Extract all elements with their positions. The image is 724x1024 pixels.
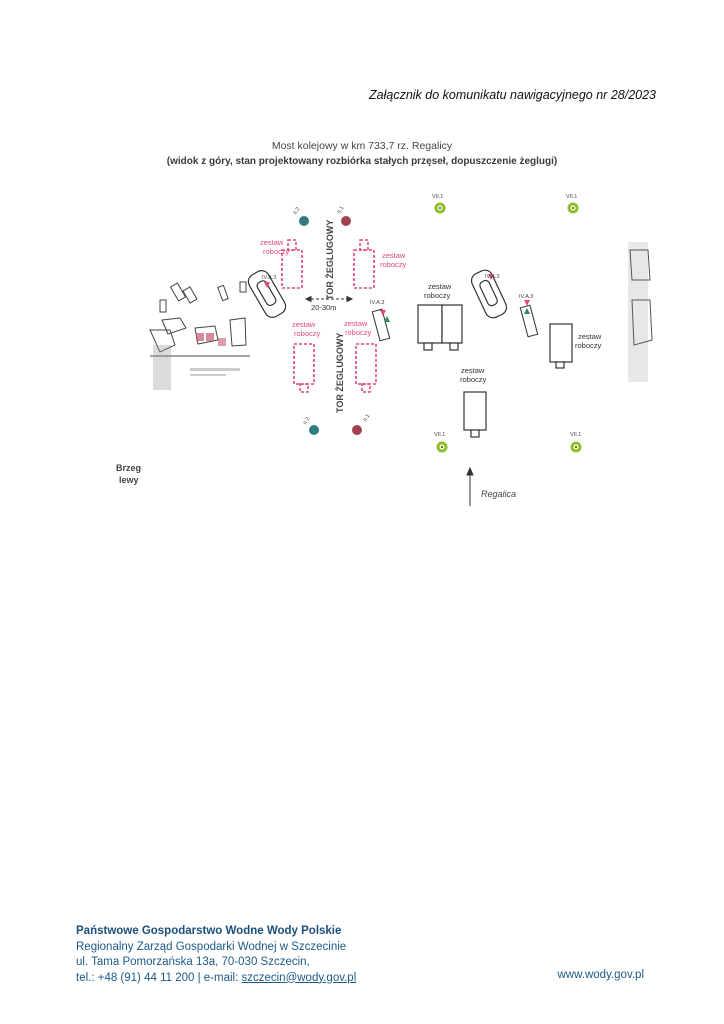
work-set-label: roboczy [460, 375, 487, 384]
footer-org: Państwowe Gospodarstwo Wodne Wody Polski… [76, 925, 342, 937]
bank-label: Brzeg [116, 463, 141, 473]
work-set-boxes [281, 239, 377, 393]
vii-sign-top-right [567, 202, 579, 214]
sign-label: IV.A.3 [262, 275, 276, 281]
work-set-label: roboczy [424, 291, 451, 300]
work-set-label: roboczy [380, 260, 407, 269]
work-set-label: zestaw [292, 320, 316, 329]
sign-label: IV.A.3 [485, 274, 499, 280]
sign-label: II.2 [303, 416, 312, 426]
work-set-label: roboczy [263, 247, 290, 256]
right-bank-structure [628, 242, 653, 382]
footer-dept: Regionalny Zarząd Gospodarki Wodnej w Sz… [76, 940, 347, 953]
footer: Państwowe Gospodarstwo Wodne Wody Polski… [76, 924, 356, 986]
attachment-note: Załącznik do komunikatu nawigacyjnego nr… [369, 88, 656, 102]
sign-label: VII.1 [570, 432, 581, 438]
sign-label: IV.A.3 [370, 300, 384, 306]
left-bank-structure [149, 281, 250, 357]
distance-arrow [304, 295, 354, 303]
work-set-label: zestaw [428, 282, 452, 291]
old-bridge-pier-left [247, 270, 287, 318]
left-bank-hatch [153, 333, 240, 390]
work-set-label: roboczy [345, 328, 372, 337]
work-set-label: zestaw [382, 251, 406, 260]
warning-triangles [264, 274, 530, 316]
work-set-label: zestaw [344, 319, 368, 328]
small-pier-left [371, 308, 391, 342]
buoy-red-bottom [352, 425, 362, 435]
sign-label: VII.1 [432, 194, 443, 200]
green-triangles [384, 308, 530, 322]
work-set-label: zestaw [260, 238, 284, 247]
buoy-teal-bottom [309, 425, 319, 435]
work-set-label: zestaw [461, 366, 485, 375]
buoy-red-top [341, 216, 351, 226]
footer-address: ul. Tama Pomorzańska 13a, 70-030 Szczeci… [76, 956, 310, 968]
sign-label: VII.1 [434, 432, 445, 438]
bank-label: lewy [119, 475, 139, 485]
old-bridge-pier-right [470, 269, 508, 319]
diagram-subtitle: (widok z góry, stan projektowany rozbiór… [166, 156, 558, 167]
sign-label: II.1 [363, 413, 372, 423]
vii-sign-bottom-left [436, 441, 448, 453]
website-link[interactable]: www.wody.gov.pl [557, 969, 645, 981]
small-pier-right [519, 304, 539, 338]
footer-phone: tel.: +48 (91) 44 11 200 | e-mail: [76, 971, 242, 984]
diagram-title: Most kolejowy w km 733,7 rz. Regalicy [271, 140, 453, 152]
sign-label: VII.1 [566, 194, 577, 200]
footer-contact: tel.: +48 (91) 44 11 200 | e-mail: szcze… [76, 971, 356, 987]
work-set-label: roboczy [575, 341, 602, 350]
sign-label: II.1 [337, 205, 346, 215]
buoy-teal-top [299, 216, 309, 226]
sign-label: IV.A.3 [519, 294, 533, 300]
vii-sign-bottom-right [570, 441, 582, 453]
sign-label: II.2 [293, 206, 302, 216]
work-set-label: zestaw [578, 332, 602, 341]
solid-work-sets [417, 304, 573, 438]
fairway-label: TOR ŻEGLUGOWY [325, 220, 335, 300]
fairway-label: TOR ŻEGLUGOWY [335, 333, 345, 413]
river-arrow [466, 466, 474, 506]
river-label: Regalica [481, 489, 516, 499]
vii-sign-top-left [434, 202, 446, 214]
work-set-label: roboczy [294, 329, 321, 338]
distance-label: 20-30m [311, 303, 336, 312]
email-link[interactable]: szczecin@wody.gov.pl [241, 971, 357, 984]
